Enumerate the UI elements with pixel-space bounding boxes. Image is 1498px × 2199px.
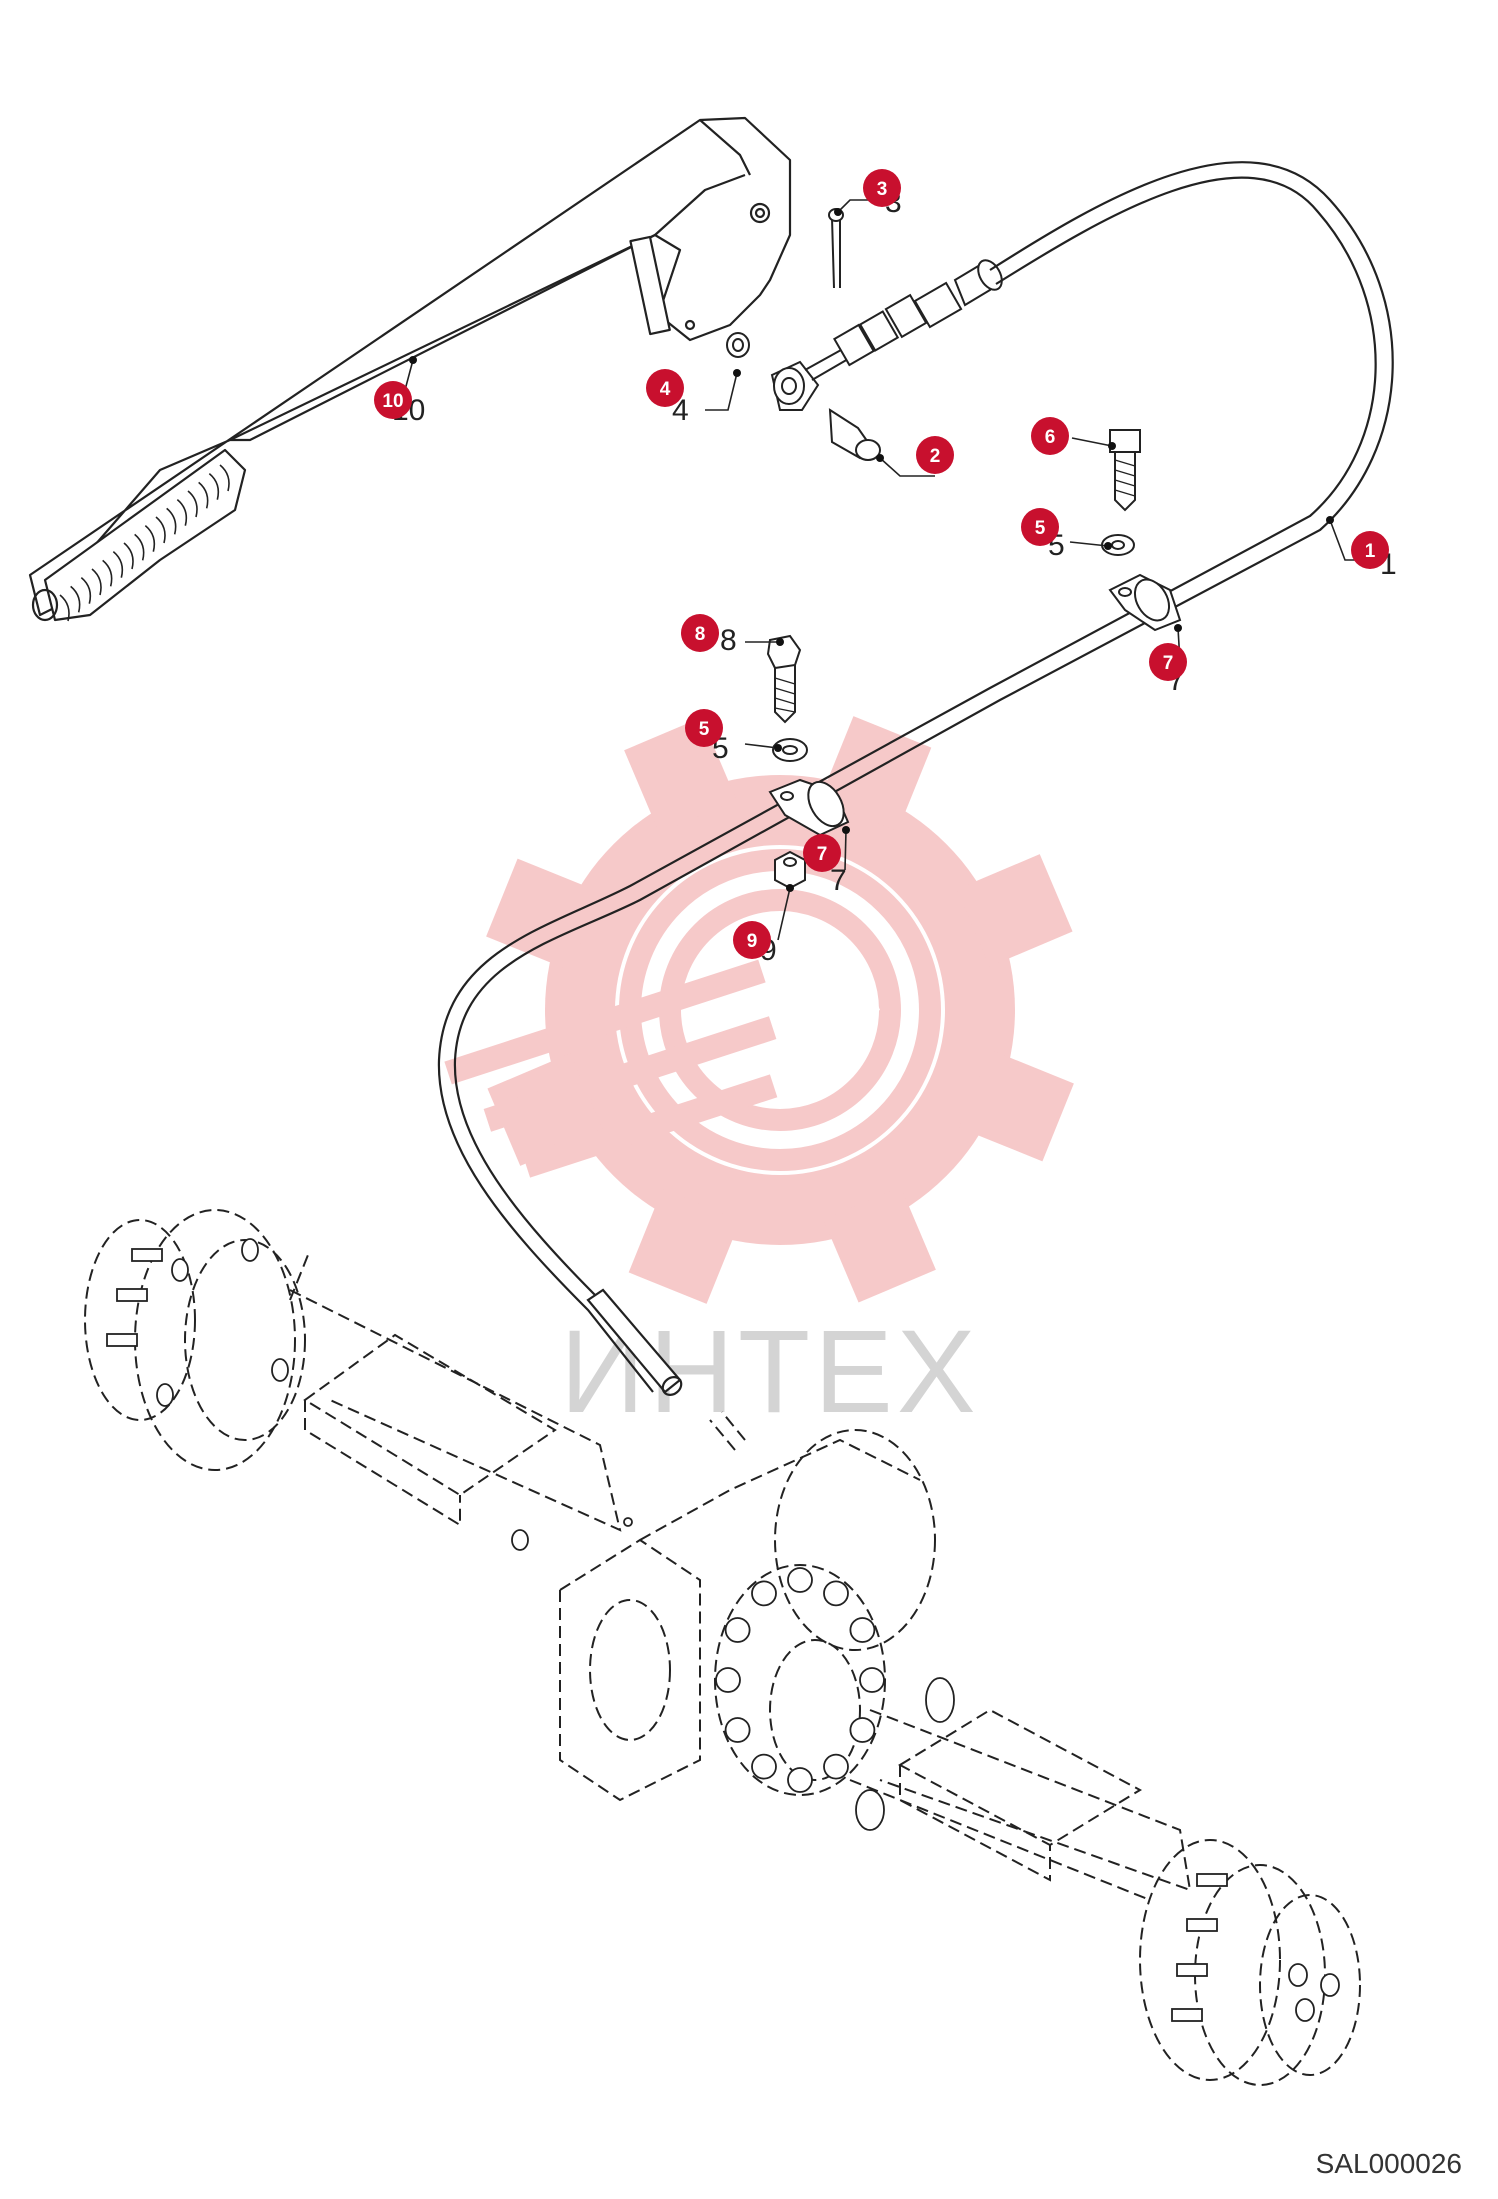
- callout-badge-2: 2: [916, 436, 954, 474]
- callout-circle: [1021, 508, 1059, 546]
- callout-badge-7a: 7: [1149, 643, 1187, 681]
- cable-clamp-upper: [1101, 429, 1182, 632]
- callout-circle: [863, 169, 901, 207]
- callout-number: 5: [699, 719, 710, 740]
- callout-number: 8: [695, 624, 706, 645]
- part-number-7b: 7: [830, 864, 847, 897]
- callout-number: 7: [1163, 653, 1174, 674]
- hand-brake-lever: [28, 116, 792, 622]
- callout-number: 6: [1045, 427, 1056, 448]
- callout-badge-1: 1: [1351, 531, 1389, 569]
- callout-number: 10: [382, 391, 403, 412]
- cable-clamp-lower: [766, 634, 850, 890]
- callout-circle: [646, 369, 684, 407]
- callout-circle: [916, 436, 954, 474]
- callout-badge-5a: 5: [1021, 508, 1059, 546]
- callout-badge-9: 9: [733, 921, 771, 959]
- part-number-8: 8: [720, 624, 737, 657]
- callout-circle: [803, 834, 841, 872]
- callout-badge-7b: 7: [803, 834, 841, 872]
- axle-bolts: [106, 1238, 1340, 2022]
- callout-circle: [1351, 531, 1389, 569]
- callout-circle: [1031, 417, 1069, 455]
- callout-circle: [685, 709, 723, 747]
- callout-number: 3: [877, 179, 888, 200]
- callout-badge-6: 6: [1031, 417, 1069, 455]
- callout-badge-4: 4: [646, 369, 684, 407]
- callout-number: 4: [660, 379, 671, 400]
- callout-number: 9: [747, 931, 758, 952]
- callout-number: 1: [1365, 541, 1376, 562]
- callout-number: 7: [817, 844, 828, 865]
- callout-badge-5b: 5: [685, 709, 723, 747]
- callout-badge-10: 10: [374, 381, 412, 419]
- callout-number: 5: [1035, 518, 1046, 539]
- callout-badge-3: 3: [863, 169, 901, 207]
- watermark-logo: [444, 716, 1074, 1304]
- leader-dots: [409, 208, 1334, 892]
- callout-circle: [681, 614, 719, 652]
- callout-number: 2: [930, 446, 941, 467]
- callout-circle: [733, 921, 771, 959]
- brake-cable: [437, 161, 1394, 1396]
- callout-circle: [374, 381, 412, 419]
- drawing-code: SAL000026: [1315, 2148, 1462, 2179]
- callout-circle: [1149, 643, 1187, 681]
- callout-badge-8: 8: [681, 614, 719, 652]
